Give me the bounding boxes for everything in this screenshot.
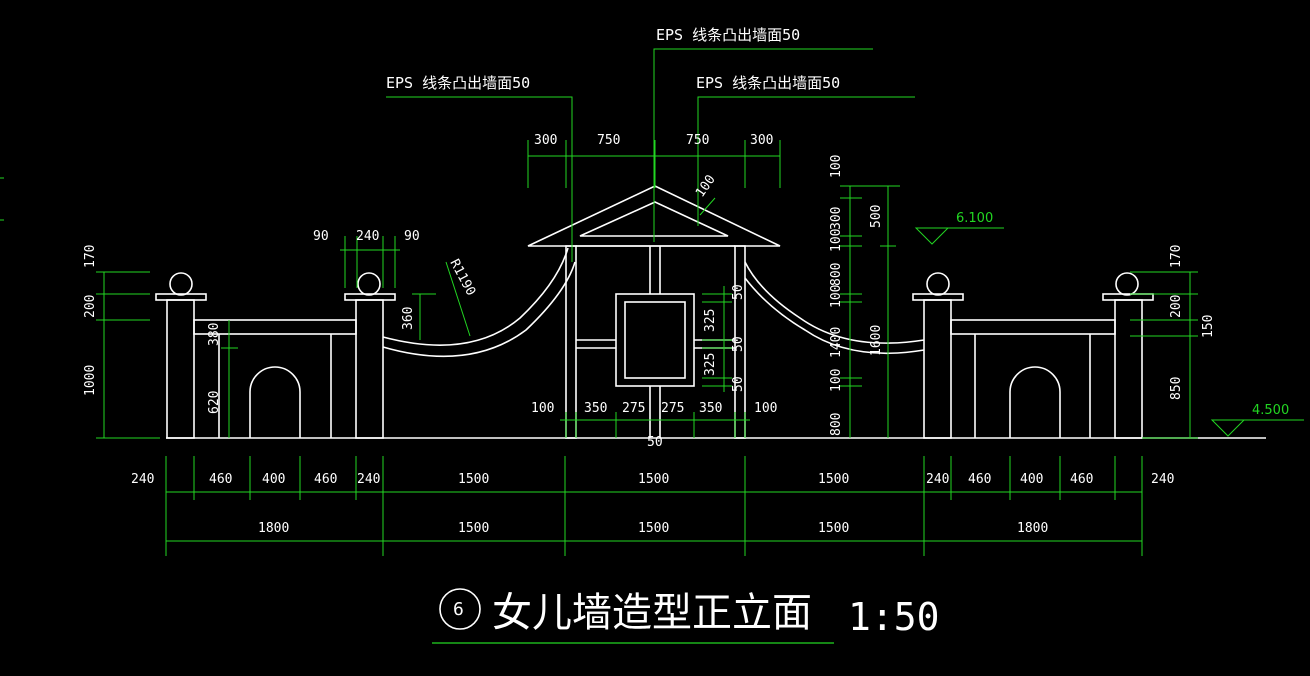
right-column-dims: 100 300 100 800 100 1400 100 800 500 160… <box>829 155 884 436</box>
right-curved-wall-top <box>744 261 925 344</box>
dim-label: 300 <box>829 207 844 230</box>
dim-label: 325 <box>703 309 718 332</box>
dim-label: 1500 <box>638 472 669 487</box>
dim-label: 90 <box>404 229 420 244</box>
dim-label: 1400 <box>829 327 844 358</box>
pavilion-window-frame <box>615 293 695 387</box>
dim-label: 460 <box>314 472 337 487</box>
dim-label: 50 <box>731 336 746 352</box>
callout-left-text: EPS 线条凸出墙面50 <box>386 74 530 92</box>
dim-label: 200 <box>83 295 98 318</box>
title-text: 女儿墙造型正立面 <box>492 590 812 636</box>
dim-label: 325 <box>703 353 718 376</box>
dim-label: 240 <box>1151 472 1174 487</box>
dimension-lines <box>0 48 1304 556</box>
callout-texts: EPS 线条凸出墙面50 EPS 线条凸出墙面50 EPS 线条凸出墙面50 <box>386 26 840 92</box>
dim-label: 170 <box>1169 245 1184 268</box>
right-arch-opening <box>1009 366 1061 438</box>
dim-label: 400 <box>1020 472 1043 487</box>
dim-label: 100 <box>829 155 844 178</box>
right-vertical-dims: 170 200 150 850 <box>1169 245 1216 400</box>
left-pier-outer <box>166 299 195 439</box>
dim-label: 100 <box>829 285 844 308</box>
callout-right-leader <box>697 96 915 226</box>
dim-label: 100 <box>531 401 554 416</box>
bottom-dims-row2: 1800 1500 1500 1500 1800 <box>258 521 1048 536</box>
left-arch-opening <box>249 366 301 438</box>
callout-left-leader <box>386 96 573 262</box>
dim-label: 460 <box>1070 472 1093 487</box>
post-top-dims: 90 240 90 R1190 <box>313 229 478 298</box>
dim-label: 360 <box>401 307 416 330</box>
dim-label: 1000 <box>83 365 98 396</box>
dim-label: 750 <box>597 133 620 148</box>
dim-label: 1800 <box>258 521 289 536</box>
dim-label: 1500 <box>458 472 489 487</box>
dim-label: 750 <box>686 133 709 148</box>
title-number-circle <box>439 588 481 630</box>
dim-label: 240 <box>356 229 379 244</box>
dim-label: 170 <box>83 245 98 268</box>
dim-label: 150 <box>1201 315 1216 338</box>
left-curved-wall-bottom <box>382 261 576 358</box>
dim-label: 1600 <box>869 325 884 356</box>
title-scale: 1:50 <box>848 595 940 639</box>
dim-label: 800 <box>829 263 844 286</box>
left-gate <box>155 272 396 439</box>
right-gate <box>912 272 1154 439</box>
dim-label: 50 <box>731 376 746 392</box>
level-texts: 6.100 4.500 <box>956 211 1289 418</box>
dim-label: 90 <box>313 229 329 244</box>
bottom-dims-row1: 240 460 400 460 240 1500 1500 1500 240 4… <box>131 472 1174 487</box>
dim-label: 1500 <box>818 521 849 536</box>
dim-label: 1800 <box>1017 521 1048 536</box>
dim-label: 240 <box>357 472 380 487</box>
dim-label: 100 <box>829 229 844 252</box>
dim-label: 100 <box>693 172 719 200</box>
elevation-structure <box>155 185 1266 439</box>
level-marker-roof <box>914 227 1004 245</box>
dim-label: 200 <box>1169 295 1184 318</box>
dim-label: 1500 <box>458 521 489 536</box>
dim-label: 50 <box>647 435 663 450</box>
left-curved-wall-top <box>382 247 569 346</box>
dim-label: 620 <box>207 391 222 414</box>
dim-label: 460 <box>209 472 232 487</box>
pavilion-bottom-dims: 100 350 275 275 350 100 50 <box>531 401 777 450</box>
dim-label: 800 <box>829 413 844 436</box>
level-marker-ground <box>1210 419 1304 437</box>
roof-level-text: 6.100 <box>956 211 993 226</box>
dim-label: 240 <box>926 472 949 487</box>
dim-label: 1500 <box>818 472 849 487</box>
dim-label: 500 <box>869 205 884 228</box>
ground-level-text: 4.500 <box>1252 403 1289 418</box>
dim-label: 300 <box>750 133 773 148</box>
dim-label: 350 <box>584 401 607 416</box>
callout-top-text: EPS 线条凸出墙面50 <box>656 26 800 44</box>
dim-label: 50 <box>731 284 746 300</box>
dim-label: 275 <box>622 401 645 416</box>
dim-label: 460 <box>968 472 991 487</box>
dim-label: 350 <box>699 401 722 416</box>
callout-right-text: EPS 线条凸出墙面50 <box>696 74 840 92</box>
dim-label: 100 <box>754 401 777 416</box>
left-vertical-dims: 170 200 1000 380 620 360 <box>83 245 416 414</box>
callout-top-leader <box>653 48 873 242</box>
dim-label: 850 <box>1169 377 1184 400</box>
dim-label: 380 <box>207 323 222 346</box>
window-vertical-dims: 50 325 50 325 50 <box>703 284 746 392</box>
dim-label: 240 <box>131 472 154 487</box>
dim-label: 100 <box>829 369 844 392</box>
dim-label: 300 <box>534 133 557 148</box>
title-number: 6 <box>453 599 464 620</box>
left-pier-ball <box>169 272 193 296</box>
left-pier-inner <box>355 299 384 439</box>
dim-label: 275 <box>661 401 684 416</box>
dim-label: 1500 <box>638 521 669 536</box>
dim-label: 400 <box>262 472 285 487</box>
drawing-title: 6 女儿墙造型正立面 1:50 <box>432 588 940 644</box>
left-lintel <box>193 319 357 335</box>
